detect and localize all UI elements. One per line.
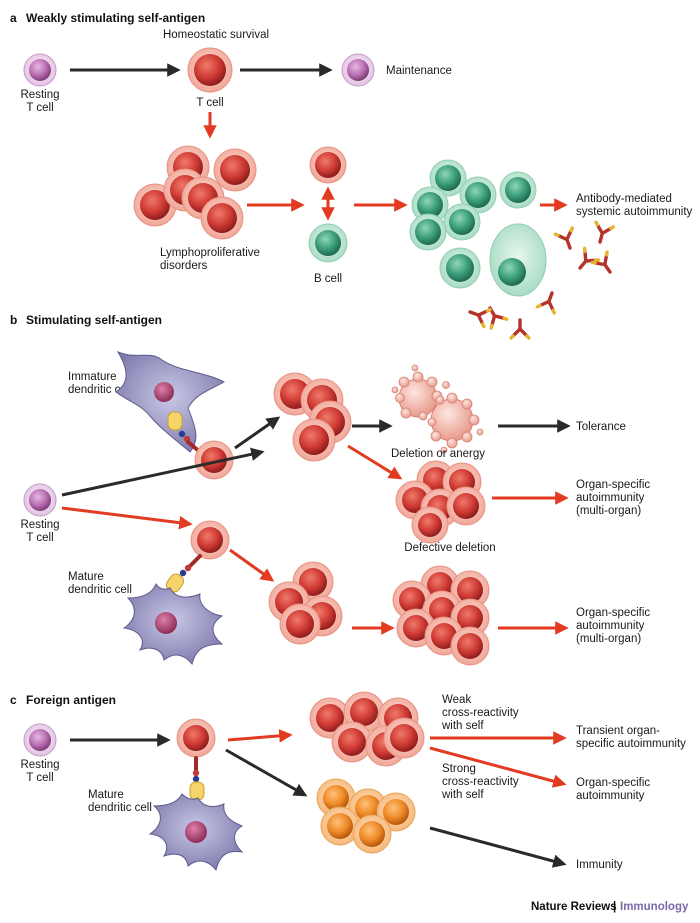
resting-t-cell-c [23,723,57,757]
lymphoproliferative-label-2: disorders [160,260,208,272]
mature-label-c-1: Mature [88,789,124,801]
t-cell-a-helper [309,146,347,184]
b-cell-label: B cell [314,273,342,285]
footer-journal: Nature Reviews [531,901,617,913]
t-cell-label-a: T cell [196,97,223,109]
arrow-to-organ-specific-c [429,746,567,788]
t-cell-label-a-resting: T cell [26,102,53,114]
t-cell-cluster-defective [395,460,486,544]
organ-specific-2-line-1: Organ-specific [576,607,650,619]
immature-dendritic-cell [115,350,226,453]
organ-specific-2-line-3: (multi-organ) [576,633,641,645]
antibody-label-1: Antibody-mediated [576,193,672,205]
deletion-anergy-label: Deletion or anergy [391,448,485,460]
footer-separator: | [613,901,616,913]
immature-label-2: dendritic cell [68,384,132,396]
plasma-cell [489,223,547,297]
section-b-title: Stimulating self-antigen [26,313,162,327]
t-cell-label-b-resting: T cell [26,532,53,544]
defective-deletion-label: Defective deletion [404,542,495,554]
strong-label-3: with self [441,789,484,801]
section-a-title: Weakly stimulating self-antigen [26,11,205,25]
immunity-label: Immunity [576,859,623,871]
t-cell-cluster-large [392,565,490,666]
organ-specific-c-line-2: autoimmunity [576,790,645,802]
t-cell-c [176,718,216,758]
immature-label-1: Immature [68,371,117,383]
section-c-letter: c [10,693,17,707]
section-a-letter: a [10,11,17,25]
resting-t-cell-b [23,483,57,517]
mature-label-1: Mature [68,571,104,583]
organ-specific-1-line-2: autoimmunity [576,492,645,504]
b-cell [308,223,348,263]
maintenance-label: Maintenance [386,65,452,77]
mature-dendritic-cell-c [148,793,244,872]
t-cell-b-mature [190,520,230,560]
resting-label-a: Resting [21,89,60,101]
arrow-cluster-to-defective [347,444,403,480]
strong-label-1: Strong [442,763,476,775]
lymphoproliferative-cluster [133,145,257,240]
resting-label-c: Resting [21,759,60,771]
arrow-to-immunity [429,826,567,868]
antibodies [465,220,620,340]
t-cell-cluster-c [309,691,425,767]
lymphoproliferative-label-1: Lymphoproliferative [160,247,260,259]
mature-label-2: dendritic cell [68,584,132,596]
organ-specific-2-line-2: autoimmunity [576,620,645,632]
arrow-immature-to-cluster [234,416,281,450]
organ-specific-c-line-1: Organ-specific [576,777,650,789]
organ-specific-1-line-3: (multi-organ) [576,505,641,517]
arrow-resting-to-mature-b [61,506,193,530]
t-cell-label-c-resting: T cell [26,772,53,784]
resting-t-cell-a [23,53,57,87]
arrow-to-orange-cluster [225,748,308,797]
organ-specific-1-line-1: Organ-specific [576,479,650,491]
t-cell-cluster-b-lower [268,561,343,645]
homeostatic-survival-label: Homeostatic survival [163,29,269,41]
section-b-letter: b [10,313,17,327]
t-cell-b-immature [194,440,234,480]
transient-label-2: specific autoimmunity [576,738,686,750]
mature-label-c-2: dendritic cell [88,802,152,814]
arrow-mature-to-cluster [229,548,275,582]
maintenance-cell [341,53,375,87]
strong-label-2: cross-reactivity [442,776,519,788]
mhc-receptor-c [189,756,205,801]
weak-label-2: cross-reactivity [442,707,519,719]
section-c-title: Foreign antigen [26,693,116,707]
resting-label-b: Resting [21,519,60,531]
t-cell-cluster-b-upper [273,372,352,462]
tolerance-label: Tolerance [576,421,626,433]
weak-label-3: with self [441,720,484,732]
arrow-to-weak-cluster [227,729,293,743]
arrow-resting-to-cluster-b [61,447,265,497]
weak-label-1: Weak [442,694,471,706]
b-cell-cluster [409,159,537,289]
activated-t-cell-cluster [316,778,416,854]
transient-label-1: Transient organ- [576,725,660,737]
t-cell-a [187,47,233,93]
mhc-receptor-mature-b [165,554,202,593]
mature-dendritic-cell-b [122,582,224,666]
apoptotic-cells [391,364,484,454]
antibody-label-2: systemic autoimmunity [576,206,693,218]
footer-subject: Immunology [620,901,689,913]
